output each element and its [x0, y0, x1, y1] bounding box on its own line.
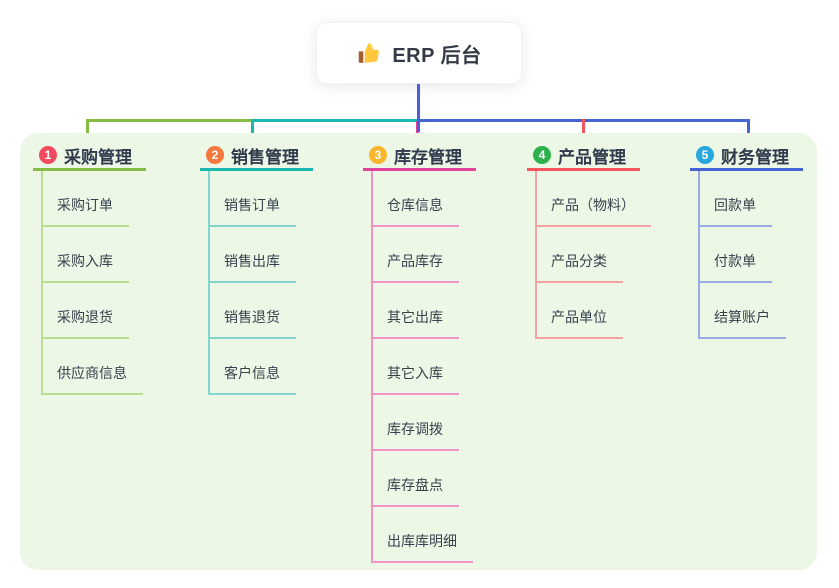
- node-item[interactable]: 客户信息: [210, 339, 296, 395]
- node-item[interactable]: 销售退货: [210, 283, 296, 339]
- branch-finance-header[interactable]: 5 财务管理: [690, 146, 803, 171]
- branch-sales-header[interactable]: 2 销售管理: [200, 146, 313, 171]
- branch-number-badge: 5: [696, 146, 714, 164]
- node-item[interactable]: 回款单: [700, 171, 772, 227]
- node-item[interactable]: 结算账户: [700, 283, 786, 339]
- node-item[interactable]: 采购入库: [43, 227, 129, 283]
- branch-number-badge: 3: [369, 146, 387, 164]
- root-node-label: ERP 后台: [392, 44, 482, 67]
- branch-inventory: 3 库存管理 仓库信息 产品库存 其它出库 其它入库 库存调拨 库存盘点 出库库…: [363, 146, 476, 563]
- node-item[interactable]: 仓库信息: [373, 171, 459, 227]
- root-node[interactable]: ERP 后台: [316, 22, 522, 84]
- branch-title: 产品管理: [558, 147, 626, 167]
- branch-sales-items: 销售订单 销售出库 销售退货 客户信息: [208, 171, 313, 395]
- branch-number-badge: 2: [206, 146, 224, 164]
- branch-title: 采购管理: [64, 147, 132, 167]
- connector-drop-sales: [251, 119, 254, 146]
- branch-purchase-header[interactable]: 1 采购管理: [33, 146, 146, 171]
- node-item[interactable]: 库存盘点: [373, 451, 459, 507]
- node-item[interactable]: 其它出库: [373, 283, 459, 339]
- branch-number-badge: 1: [39, 146, 57, 164]
- connector-drop-purchase: [86, 119, 89, 146]
- node-item[interactable]: 销售订单: [210, 171, 296, 227]
- node-item[interactable]: 产品库存: [373, 227, 459, 283]
- branch-number-badge: 4: [533, 146, 551, 164]
- branch-inventory-items: 仓库信息 产品库存 其它出库 其它入库 库存调拨 库存盘点 出库库明细: [371, 171, 476, 563]
- connector-drop-product: [582, 119, 585, 146]
- branch-title: 财务管理: [721, 147, 789, 167]
- node-item[interactable]: 销售出库: [210, 227, 296, 283]
- branch-product-items: 产品（物料） 产品分类 产品单位: [535, 171, 651, 339]
- mindmap-panel: 1 采购管理 采购订单 采购入库 采购退货 供应商信息 2 销售管理 销售订单 …: [20, 133, 817, 570]
- branch-inventory-header[interactable]: 3 库存管理: [363, 146, 476, 171]
- node-item[interactable]: 采购订单: [43, 171, 129, 227]
- node-item[interactable]: 库存调拨: [373, 395, 459, 451]
- branch-finance-items: 回款单 付款单 结算账户: [698, 171, 803, 339]
- branch-sales: 2 销售管理 销售订单 销售出库 销售退货 客户信息: [200, 146, 313, 395]
- node-item[interactable]: 产品（物料）: [537, 171, 651, 227]
- node-item[interactable]: 采购退货: [43, 283, 129, 339]
- connector-bus-purchase: [86, 119, 253, 122]
- branch-finance: 5 财务管理 回款单 付款单 结算账户: [690, 146, 803, 339]
- branch-purchase: 1 采购管理 采购订单 采购入库 采购退货 供应商信息: [33, 146, 146, 395]
- node-item[interactable]: 产品单位: [537, 283, 623, 339]
- node-item[interactable]: 供应商信息: [43, 339, 143, 395]
- connector-bus-sales: [251, 119, 419, 122]
- branch-title: 库存管理: [394, 147, 462, 167]
- branch-title: 销售管理: [231, 147, 299, 167]
- connector-root: [417, 84, 420, 132]
- connector-drop-finance: [747, 119, 750, 146]
- branch-purchase-items: 采购订单 采购入库 采购退货 供应商信息: [41, 171, 146, 395]
- branch-product-header[interactable]: 4 产品管理: [527, 146, 640, 171]
- node-item[interactable]: 付款单: [700, 227, 772, 283]
- thumbs-up-icon: [356, 41, 381, 66]
- node-item[interactable]: 出库库明细: [373, 507, 473, 563]
- branch-product: 4 产品管理 产品（物料） 产品分类 产品单位: [527, 146, 651, 339]
- node-item[interactable]: 其它入库: [373, 339, 459, 395]
- node-item[interactable]: 产品分类: [537, 227, 623, 283]
